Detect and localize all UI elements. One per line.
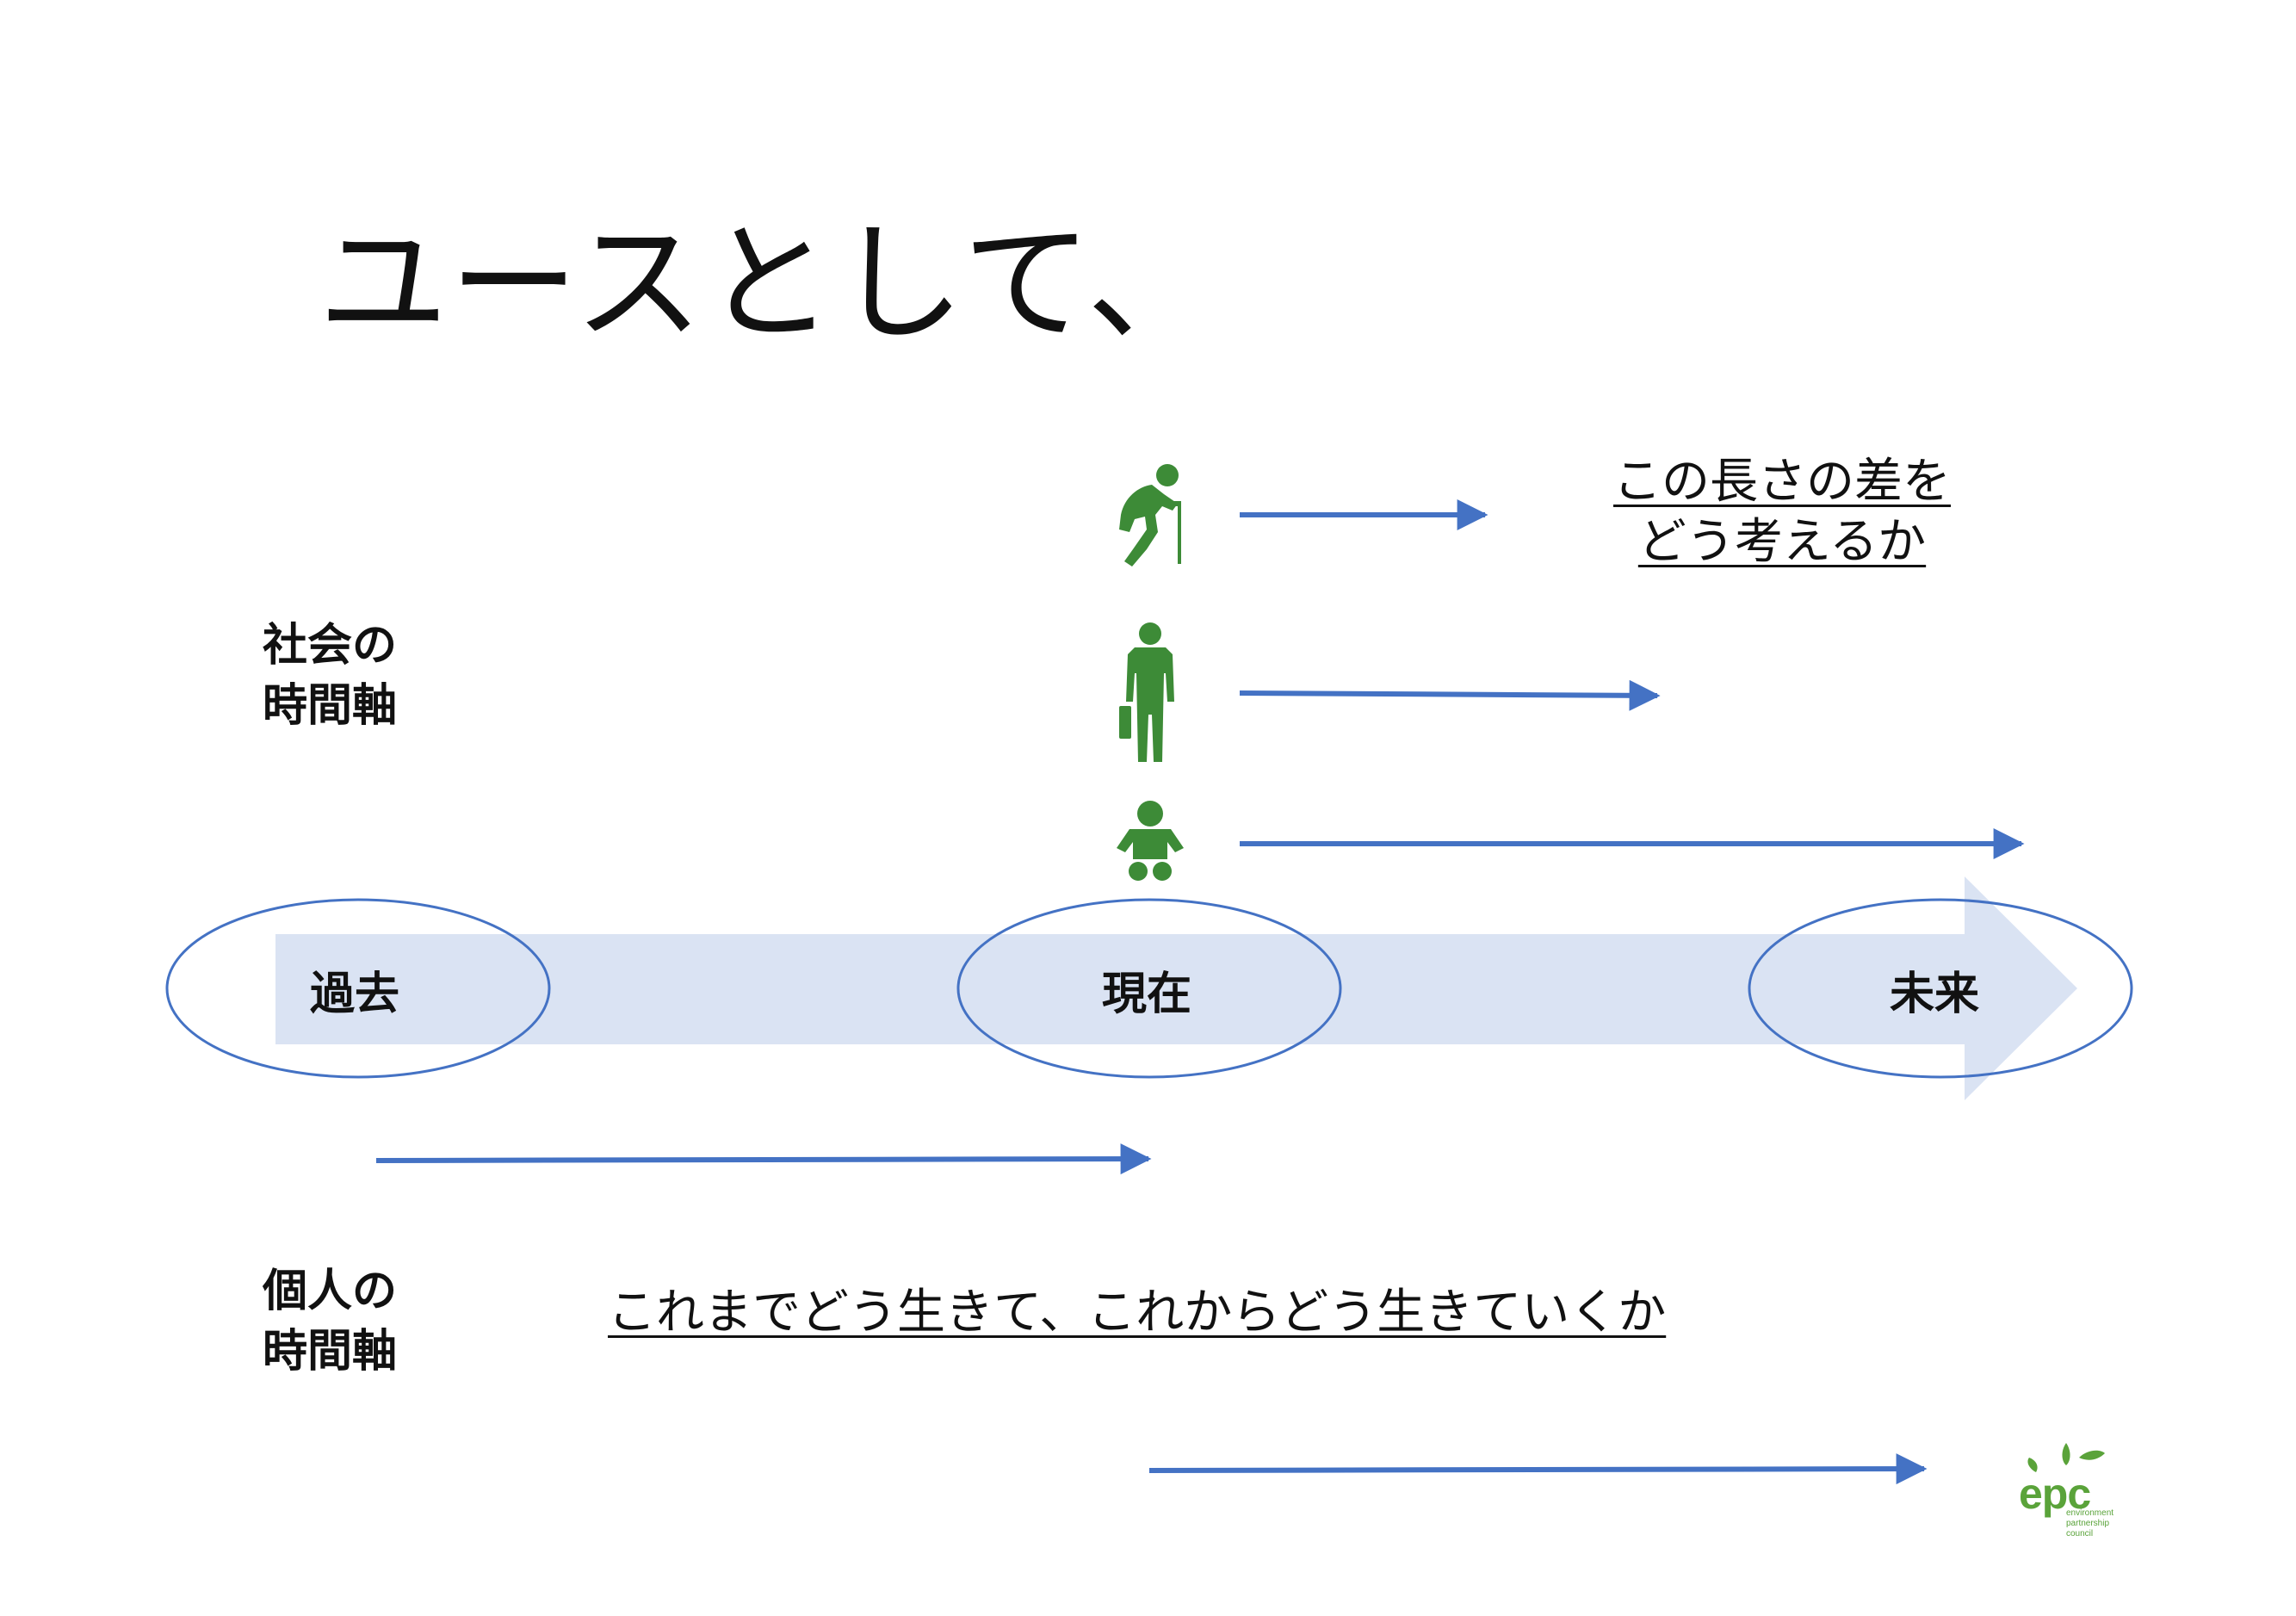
- personal-past-arrow: [375, 1143, 1152, 1175]
- elderly-person-icon: [1119, 464, 1181, 567]
- life-note: これまでどう生きて、これからどう生きていくか: [608, 1285, 1667, 1340]
- epc-logo: epc environment partnership council: [2019, 1436, 2139, 1548]
- personal-axis-label: 個人の 時間軸: [263, 1261, 397, 1382]
- future-ellipse: [1748, 898, 2133, 1079]
- past-label: 過去: [310, 969, 400, 1020]
- business-person-icon: [1119, 622, 1174, 762]
- personal-axis-label-line1: 個人の: [263, 1266, 398, 1317]
- personal-future-arrow: [1148, 1453, 1928, 1485]
- adult-lifespan-arrow: [1239, 679, 1661, 711]
- timeline-band: [275, 876, 2077, 1100]
- personal-axis-label-line2: 時間軸: [263, 1326, 398, 1378]
- lifespan-difference-note: この長さの差を どう考えるか: [1593, 452, 1971, 573]
- diff-note-line1: この長さの差を: [1613, 454, 1951, 510]
- diff-note-line2: どう考えるか: [1637, 514, 1927, 570]
- page-title: ユースとして、: [319, 209, 1218, 359]
- leaf-icon: [2027, 1443, 2105, 1472]
- social-axis-label-line2: 時間軸: [263, 680, 398, 732]
- logo-sub-line3: council: [2066, 1529, 2094, 1539]
- logo-subtitle: environment partnership council: [2066, 1508, 2113, 1539]
- logo-sub-line1: environment: [2066, 1508, 2114, 1518]
- now-label: 現在: [1102, 969, 1192, 1020]
- baby-icon: [1117, 801, 1184, 881]
- social-axis-label: 社会の 時間軸: [263, 616, 397, 736]
- now-ellipse: [956, 898, 1342, 1079]
- logo-wordmark: epc: [2019, 1470, 2091, 1518]
- future-label: 未来: [1890, 969, 1980, 1020]
- past-ellipse: [165, 898, 551, 1079]
- logo-sub-line2: partnership: [2066, 1519, 2110, 1528]
- social-axis-label-line1: 社会の: [263, 620, 398, 672]
